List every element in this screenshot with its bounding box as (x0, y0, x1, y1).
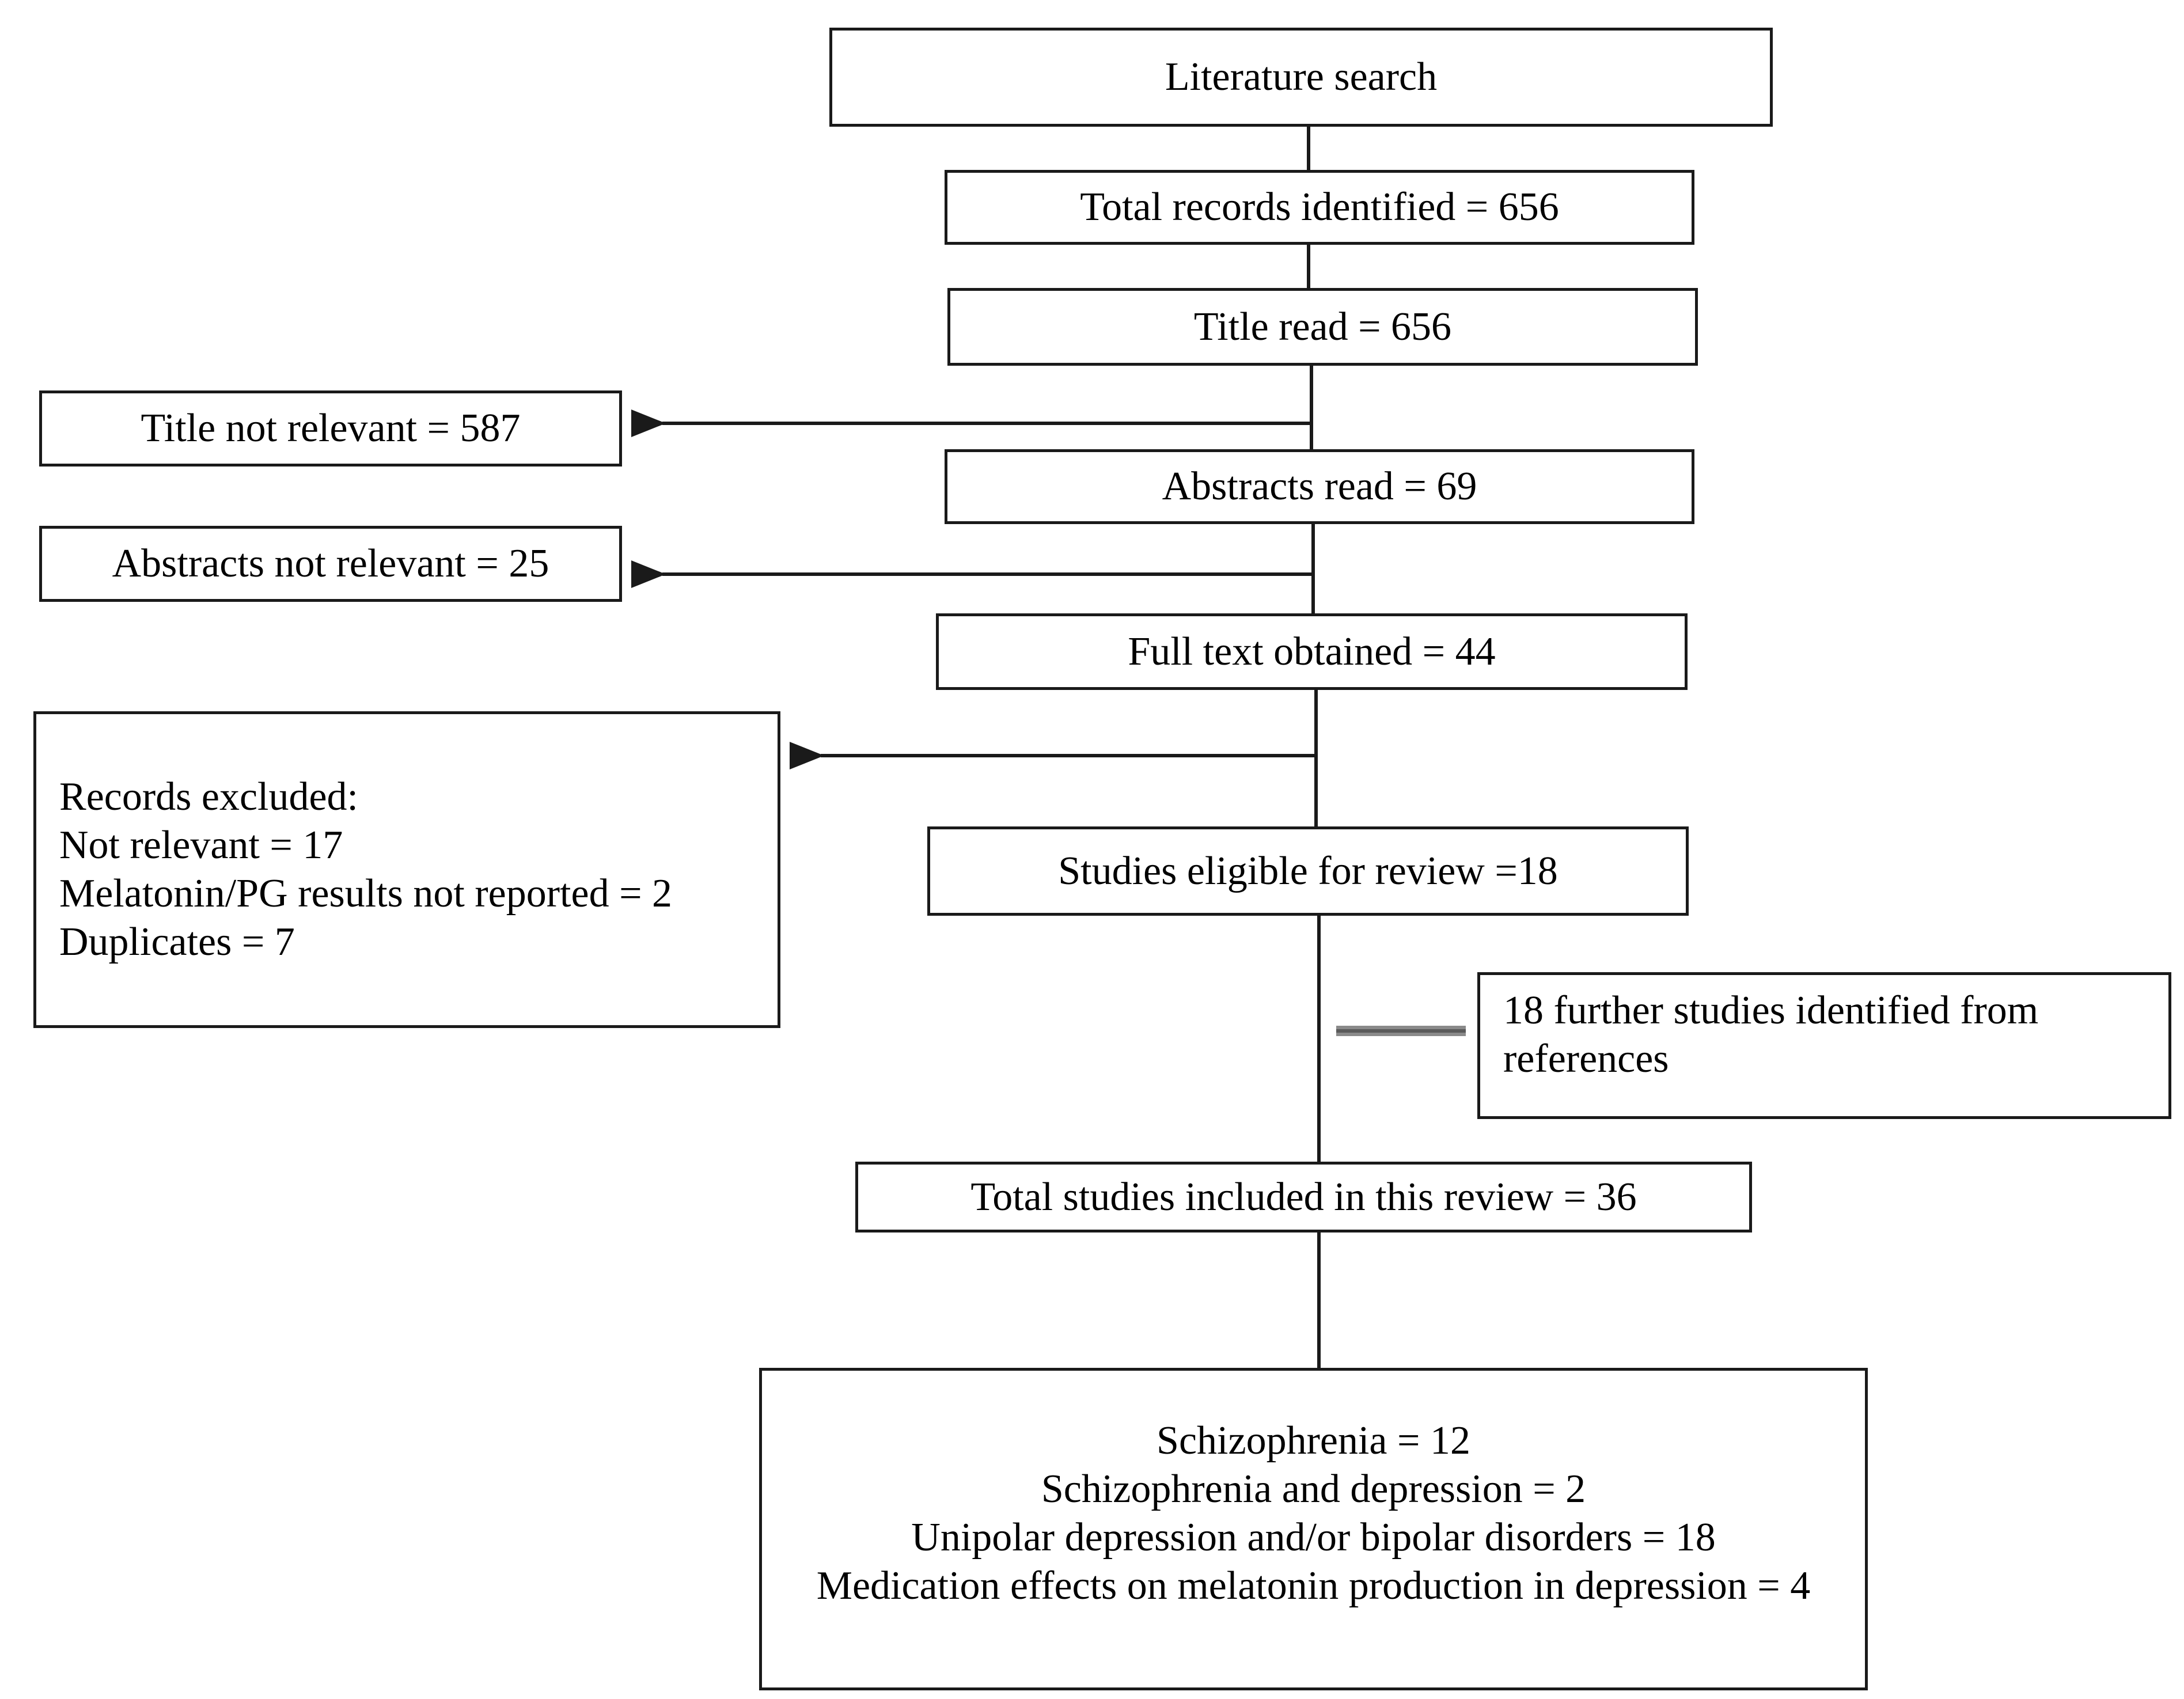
title-not-relevant-label: Title not relevant = 587 (141, 406, 521, 450)
eligible-label: Studies eligible for review =18 (1058, 848, 1558, 893)
further-studies-line-1: 18 further studies identified from (1503, 988, 2039, 1033)
abstracts-read-label: Abstracts read = 69 (1162, 464, 1477, 509)
total-records-label: Total records identified = 656 (1080, 185, 1559, 229)
title-read-label: Title read = 656 (1193, 304, 1452, 349)
further-studies-box: 18 further studies identified from refer… (1477, 972, 2171, 1119)
further-studies-line-2: references (1503, 1037, 1669, 1081)
total-included-label: Total studies included in this review = … (970, 1174, 1637, 1219)
abstracts-read-box: Abstracts read = 69 (945, 449, 1694, 524)
title-not-relevant-box: Title not relevant = 587 (39, 390, 622, 467)
full-text-label: Full text obtained = 44 (1128, 629, 1496, 674)
records-excluded-not-relevant: Not relevant = 17 (59, 823, 343, 867)
abstracts-not-relevant-label: Abstracts not relevant = 25 (112, 541, 549, 586)
records-excluded-box: Records excluded: Not relevant = 17 Mela… (33, 711, 780, 1028)
title-read-box: Title read = 656 (947, 288, 1698, 366)
records-excluded-not-reported: Melatonin/PG results not reported = 2 (59, 871, 673, 916)
abstracts-not-relevant-box: Abstracts not relevant = 25 (39, 526, 622, 602)
records-excluded-duplicates: Duplicates = 7 (59, 920, 295, 964)
total-included-box: Total studies included in this review = … (855, 1162, 1752, 1232)
records-excluded-heading: Records excluded: (59, 775, 358, 819)
literature-search-box: Literature search (829, 28, 1773, 127)
eligible-box: Studies eligible for review =18 (927, 826, 1689, 916)
literature-search-label: Literature search (1165, 55, 1438, 99)
full-text-box: Full text obtained = 44 (936, 613, 1688, 690)
categories-box: Schizophrenia = 12 Schizophrenia and dep… (759, 1368, 1868, 1690)
category-unipolar-bipolar: Unipolar depression and/or bipolar disor… (911, 1515, 1716, 1560)
total-records-box: Total records identified = 656 (945, 170, 1694, 245)
category-schizophrenia-depression: Schizophrenia and depression = 2 (1041, 1467, 1586, 1511)
category-medication-effects: Medication effects on melatonin producti… (816, 1564, 1811, 1608)
category-schizophrenia: Schizophrenia = 12 (1157, 1419, 1470, 1463)
